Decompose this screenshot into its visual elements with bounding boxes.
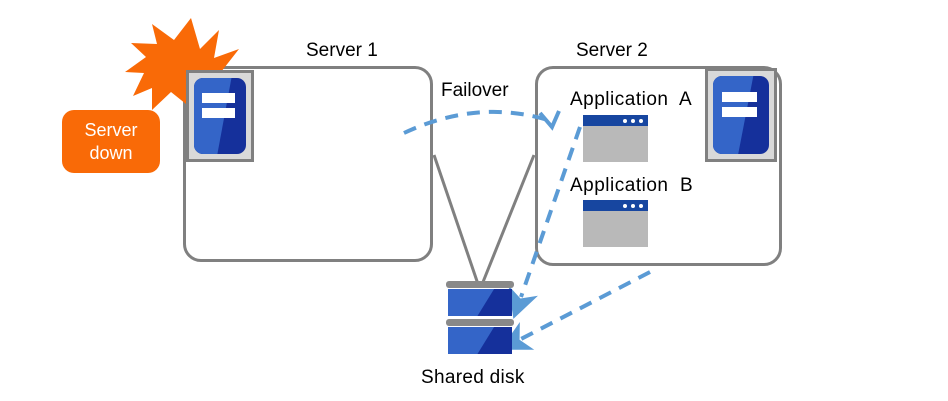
disk-cap — [446, 319, 514, 326]
app-window-dot-icon — [631, 203, 635, 208]
app-window-titlebar — [583, 200, 648, 211]
server-1-title: Server 1 — [306, 40, 378, 61]
server-rack-bar — [721, 107, 757, 118]
shared-disk-label: Shared disk — [421, 367, 525, 388]
arrow-application-a-to-disk — [508, 126, 582, 319]
server-down-line-2: down — [89, 143, 133, 163]
disk-platter-sheen — [448, 327, 495, 354]
application-b-label: Application B — [570, 175, 694, 196]
arrow-application-b-to-disk — [500, 270, 651, 350]
failover-arrow — [403, 109, 552, 135]
disk-platter — [448, 327, 512, 354]
app-window-dot-icon — [639, 118, 643, 123]
server-2-title: Server 2 — [576, 40, 648, 61]
app-window-dot-icon — [639, 203, 643, 208]
connector-server2-to-disk — [479, 154, 536, 288]
application-a-label: Application A — [570, 89, 693, 110]
app-window-titlebar — [583, 115, 648, 126]
app-window-dot-icon — [623, 118, 627, 123]
failover-arrowhead — [538, 110, 561, 131]
failover-label: Failover — [441, 80, 509, 101]
server-rack-body — [194, 78, 246, 154]
application-b-window-icon — [583, 200, 648, 247]
server-rack-body — [713, 76, 769, 154]
server-rack-bar — [202, 108, 235, 119]
disk-platter — [448, 289, 512, 316]
app-window-dot-icon — [631, 118, 635, 123]
disk-cap — [446, 281, 514, 288]
server-1-rack-icon — [186, 70, 254, 162]
connector-server1-to-disk — [432, 154, 481, 288]
app-window-dot-icon — [623, 203, 627, 208]
lightning-bolt-icon — [125, 18, 245, 110]
server-rack-bar — [202, 93, 235, 104]
server-down-line-1: Server — [84, 120, 138, 140]
disk-platter-sheen — [448, 289, 495, 316]
application-a-window-icon — [583, 115, 648, 162]
shared-disk-icon — [446, 281, 514, 357]
server-2-rack-icon — [705, 68, 777, 162]
server-rack-bar — [721, 91, 757, 102]
server-down-callout: Server down — [62, 110, 160, 173]
